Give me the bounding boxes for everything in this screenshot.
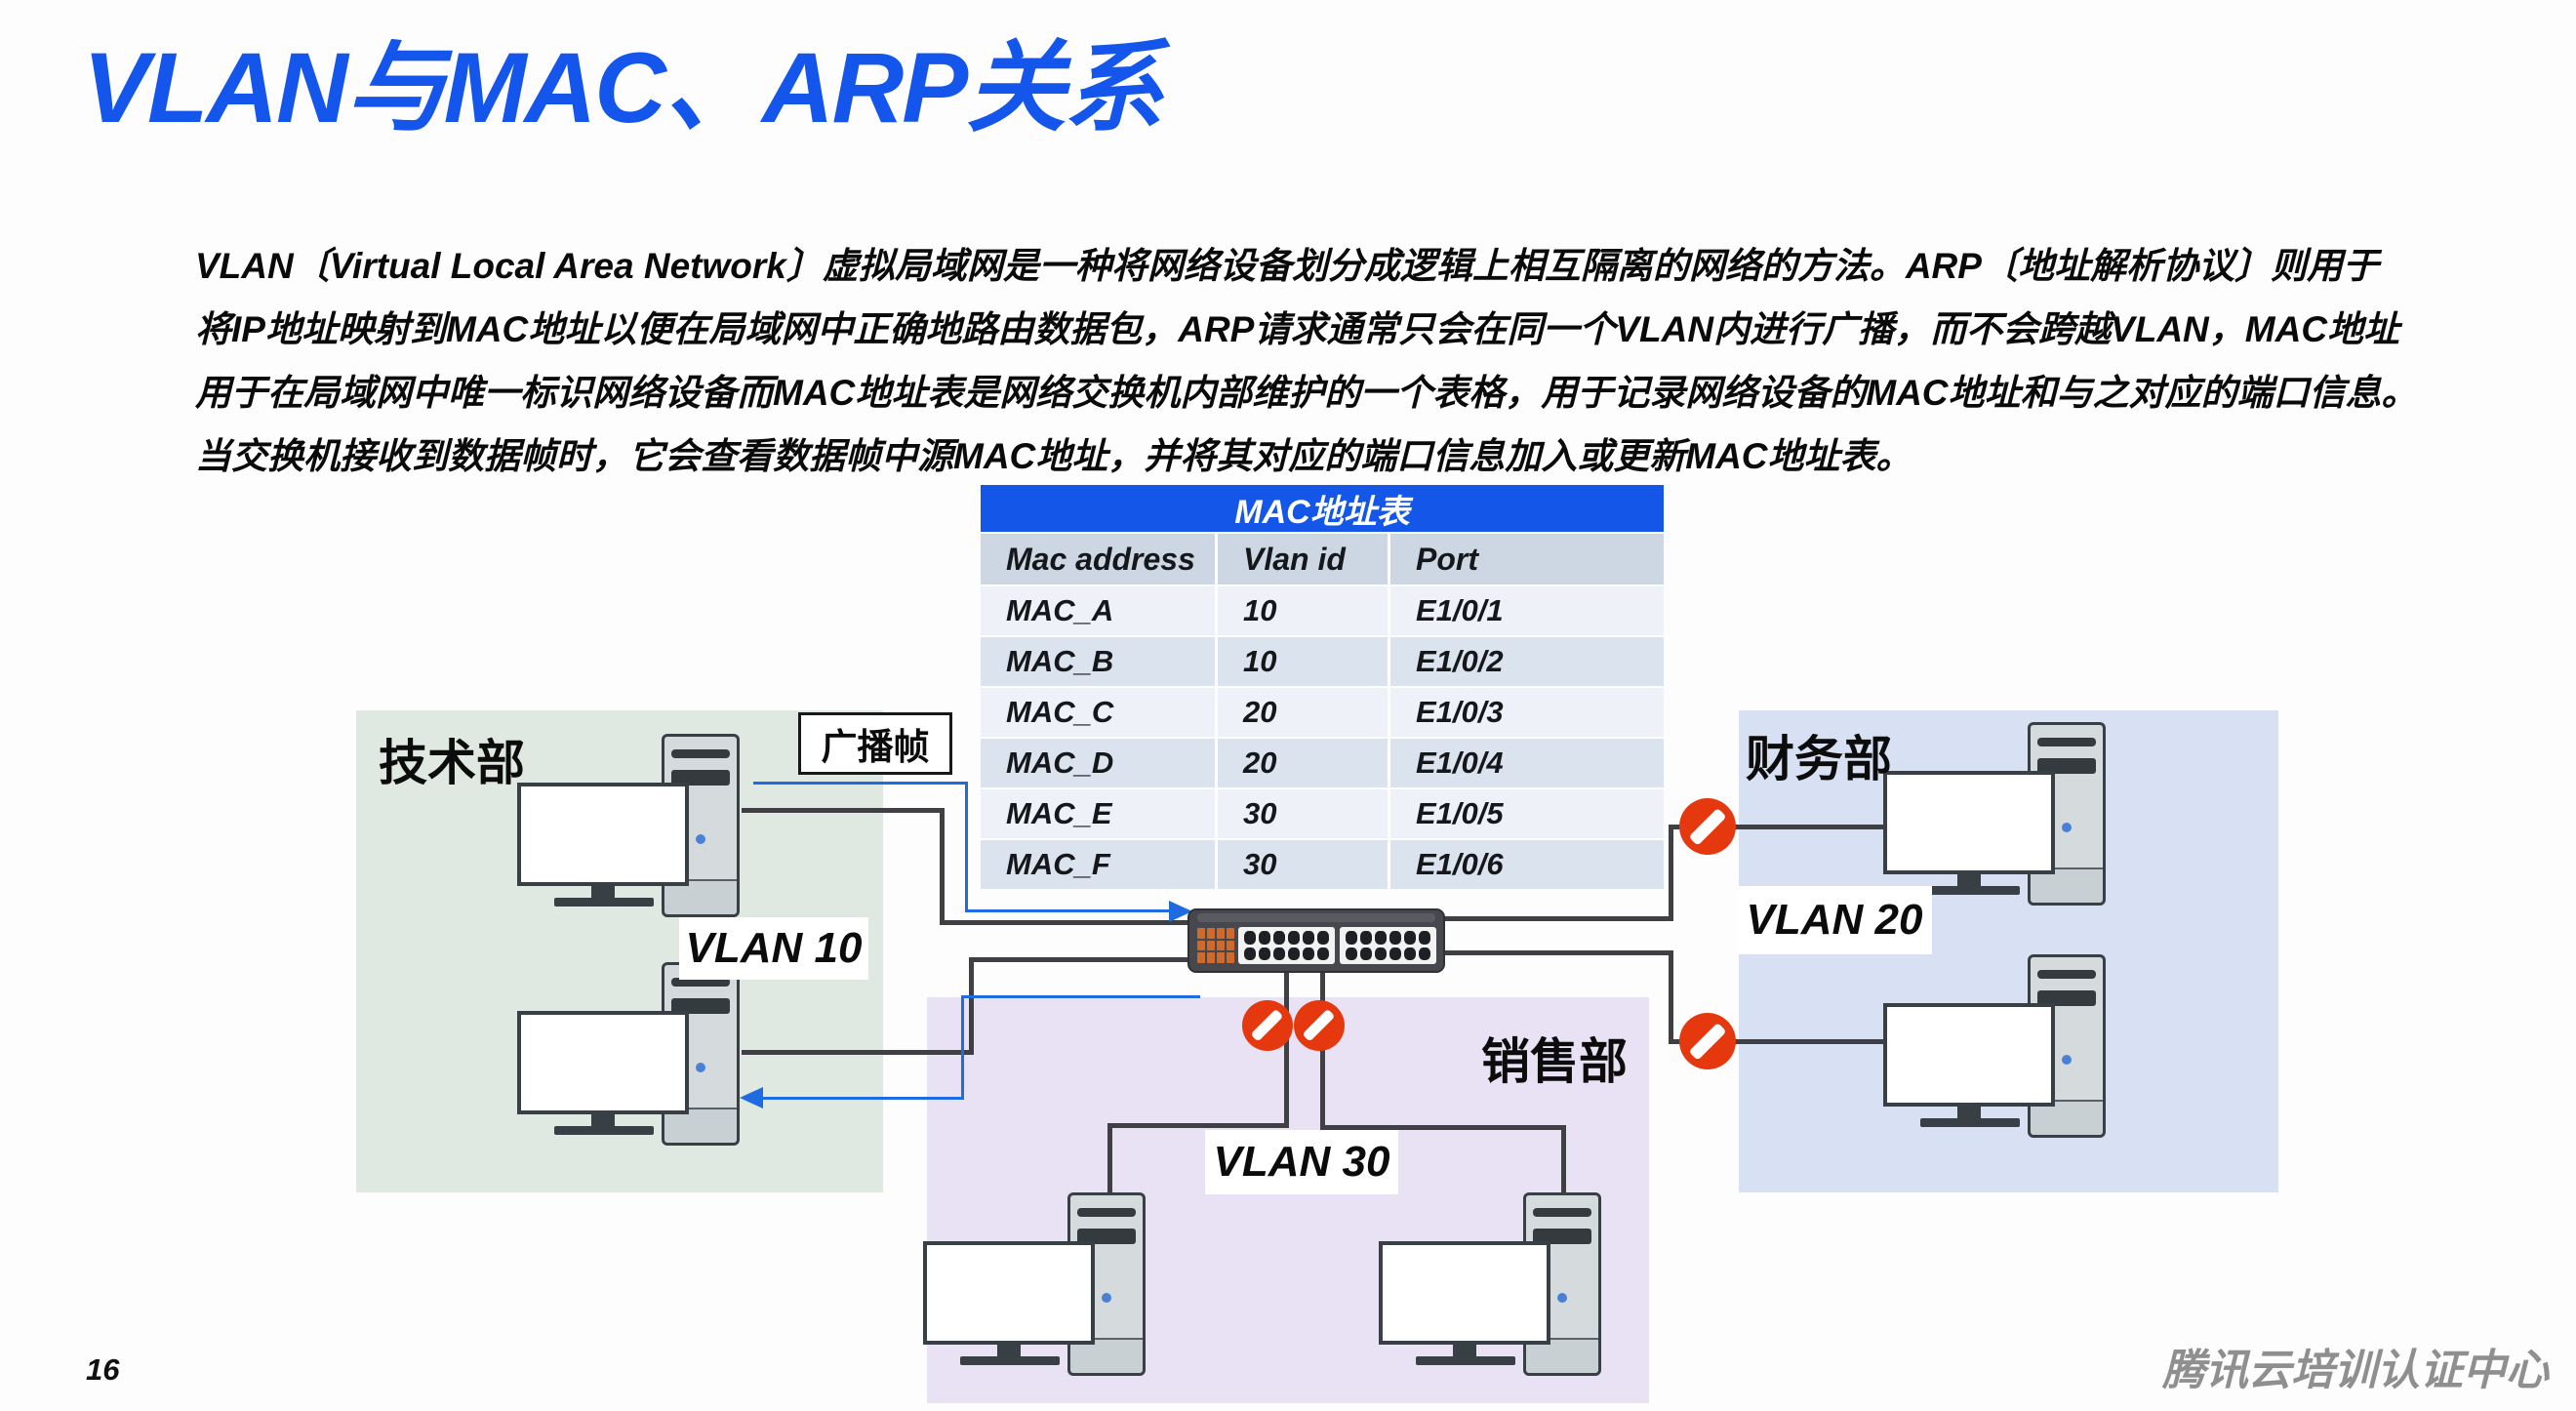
no-entry-icon bbox=[1679, 798, 1736, 855]
cell-mac: MAC_D bbox=[981, 739, 1215, 787]
wire-switch-salespc2 bbox=[1561, 1125, 1566, 1195]
wire-techpc1-switch bbox=[940, 920, 1195, 925]
switch-lid bbox=[1197, 913, 1435, 922]
broadcast-wire-back bbox=[961, 995, 1200, 998]
wire-switch-finpc1 bbox=[1434, 916, 1673, 921]
table-row: MAC_A 10 E1/0/1 bbox=[981, 586, 1664, 635]
wire-switch-finpc2 bbox=[1669, 1039, 1891, 1044]
column-header: Vlan id bbox=[1218, 534, 1388, 585]
column-header: Port bbox=[1390, 534, 1664, 585]
broadcast-wire-out bbox=[965, 782, 968, 912]
table-row: MAC_C 20 E1/0/3 bbox=[981, 688, 1664, 737]
wire-techpc1-switch bbox=[940, 808, 945, 925]
mac-address-table: MAC地址表 Mac address Vlan id Port MAC_A 10… bbox=[981, 485, 1664, 889]
computer-tech-1 bbox=[517, 734, 746, 921]
cell-port: E1/0/1 bbox=[1390, 586, 1664, 635]
cell-mac: MAC_B bbox=[981, 637, 1215, 686]
switch-ports bbox=[1238, 927, 1335, 964]
switch-ports bbox=[1340, 927, 1436, 964]
description-line: VLAN〔Virtual Local Area Network〕虚拟局域网是一种… bbox=[195, 246, 2379, 286]
no-entry-icon bbox=[1242, 1000, 1293, 1051]
pc-monitor bbox=[517, 1011, 689, 1114]
wire-techpc2-switch bbox=[969, 957, 974, 1055]
wire-switch-salespc1 bbox=[1107, 1123, 1112, 1195]
cell-vlan: 20 bbox=[1218, 739, 1388, 787]
cell-mac: MAC_E bbox=[981, 789, 1215, 838]
wire-switch-finpc2 bbox=[1434, 950, 1673, 955]
wire-techpc2-switch bbox=[969, 957, 1195, 962]
table-row: MAC_D 20 E1/0/4 bbox=[981, 739, 1664, 787]
no-entry-icon bbox=[1679, 1013, 1736, 1069]
broadcast-wire-out bbox=[753, 782, 968, 785]
page-title: VLAN与MAC、ARP关系 bbox=[83, 32, 1163, 143]
cell-vlan: 10 bbox=[1218, 586, 1388, 635]
broadcast-arrow-to-switch-icon bbox=[1169, 901, 1192, 922]
computer-finance-2 bbox=[1883, 954, 2113, 1142]
pc-monitor bbox=[517, 783, 689, 886]
wire-switch-salespc2 bbox=[1320, 1125, 1566, 1130]
footer-brand: 腾讯云培训认证中心 bbox=[2162, 1347, 2549, 1394]
broadcast-wire-back bbox=[961, 995, 964, 1100]
computer-sales-1 bbox=[923, 1192, 1152, 1380]
computer-sales-2 bbox=[1379, 1192, 1608, 1380]
vlan20-label: VLAN 20 bbox=[1737, 886, 1932, 954]
wire-techpc2-switch bbox=[742, 1050, 974, 1055]
cell-vlan: 10 bbox=[1218, 637, 1388, 686]
table-row: MAC_B 10 E1/0/2 bbox=[981, 637, 1664, 686]
pc-tower bbox=[662, 734, 740, 917]
description-line: 将IP地址映射到MAC地址以便在局域网中正确地路由数据包，ARP请求通常只会在同… bbox=[195, 309, 2400, 349]
network-switch bbox=[1187, 908, 1445, 973]
mac-table-header-row: Mac address Vlan id Port bbox=[981, 534, 1664, 585]
dept-label-sales: 销售部 bbox=[1481, 1034, 1628, 1089]
page-number: 16 bbox=[86, 1352, 120, 1387]
pc-monitor bbox=[1883, 771, 2055, 874]
description-line: 用于在局域网中唯一标识网络设备而MAC地址表是网络交换机内部维护的一个表格，用于… bbox=[195, 373, 2418, 413]
cell-port: E1/0/4 bbox=[1390, 739, 1664, 787]
cell-port: E1/0/2 bbox=[1390, 637, 1664, 686]
cell-vlan: 20 bbox=[1218, 688, 1388, 737]
dept-label-finance: 财务部 bbox=[1746, 732, 1892, 786]
broadcast-wire-out bbox=[965, 909, 1172, 912]
column-header: Mac address bbox=[981, 534, 1215, 585]
wire-switch-salespc1 bbox=[1107, 1123, 1289, 1128]
wire-switch-salespc1 bbox=[1284, 970, 1289, 1128]
cell-vlan: 30 bbox=[1218, 789, 1388, 838]
cell-mac: MAC_A bbox=[981, 586, 1215, 635]
computer-finance-1 bbox=[1883, 722, 2113, 909]
cell-mac: MAC_C bbox=[981, 688, 1215, 737]
vlan30-label: VLAN 30 bbox=[1205, 1130, 1398, 1194]
pc-monitor bbox=[923, 1241, 1095, 1345]
description-line: 当交换机接收到数据帧时，它会查看数据帧中源MAC地址，并将其对应的端口信息加入或… bbox=[195, 436, 1912, 476]
wire-switch-finpc1 bbox=[1669, 825, 1891, 829]
dept-label-tech: 技术部 bbox=[379, 736, 525, 790]
wire-techpc1-switch bbox=[742, 808, 945, 813]
table-row: MAC_E 30 E1/0/5 bbox=[981, 789, 1664, 838]
cell-mac: MAC_F bbox=[981, 840, 1215, 889]
cell-vlan: 30 bbox=[1218, 840, 1388, 889]
broadcast-frame-label: 广播帧 bbox=[798, 712, 952, 775]
pc-monitor bbox=[1883, 1003, 2055, 1107]
no-entry-icon bbox=[1294, 1000, 1345, 1051]
vlan10-label: VLAN 10 bbox=[679, 917, 868, 980]
wire-switch-finpc2 bbox=[1669, 950, 1673, 1044]
switch-led-grid bbox=[1197, 928, 1234, 963]
computer-tech-2 bbox=[517, 962, 746, 1149]
broadcast-wire-back bbox=[763, 1097, 964, 1100]
pc-monitor bbox=[1379, 1241, 1550, 1345]
cell-port: E1/0/3 bbox=[1390, 688, 1664, 737]
cell-port: E1/0/5 bbox=[1390, 789, 1664, 838]
wire-switch-finpc1 bbox=[1669, 825, 1673, 921]
description-paragraph: VLAN〔Virtual Local Area Network〕虚拟局域网是一种… bbox=[195, 234, 2527, 488]
table-row: MAC_F 30 E1/0/6 bbox=[981, 840, 1664, 889]
cell-port: E1/0/6 bbox=[1390, 840, 1664, 889]
mac-table-title: MAC地址表 bbox=[981, 485, 1664, 532]
broadcast-arrow-to-pc-icon bbox=[740, 1087, 763, 1109]
